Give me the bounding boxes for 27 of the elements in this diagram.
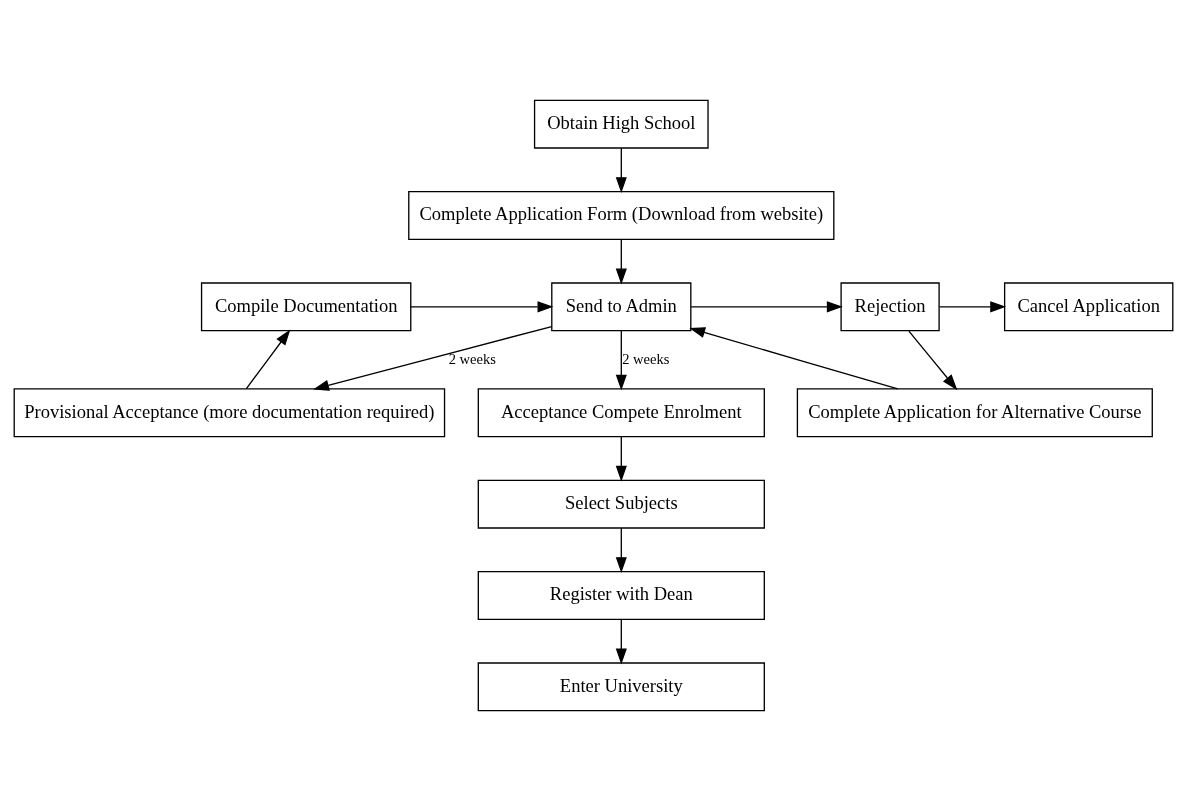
arrow (689, 326, 899, 390)
node-box: Rejection (840, 281, 940, 331)
arrow (690, 300, 843, 312)
arrow (245, 329, 291, 389)
arrow (908, 329, 958, 390)
node-box: Enter University (477, 661, 765, 711)
node-box: Complete Application for Alternative Course (796, 387, 1153, 437)
node-box: Register with Dean (477, 570, 765, 620)
arrow (615, 238, 627, 284)
arrow (615, 329, 627, 391)
node-box: Obtain High School (533, 99, 709, 149)
arrow (313, 325, 553, 391)
edge-label: 2 weeks (448, 350, 496, 367)
arrow (615, 618, 627, 664)
node-box: Cancel Application (1003, 281, 1174, 331)
arrow (615, 527, 627, 573)
node-box: Provisional Acceptance (more documentation required) (13, 387, 446, 437)
arrow (938, 300, 1007, 312)
node-box: Compile Documentation (200, 281, 412, 331)
node-box: Select Subjects (477, 479, 765, 529)
node-box: Complete Application Form (Download from website) (408, 190, 835, 240)
node-box: Send to Admin (551, 281, 692, 331)
edge-label: 2 weeks (622, 350, 670, 367)
arrow (615, 435, 627, 482)
arrow (410, 300, 554, 312)
arrow (615, 147, 627, 193)
node-box: Acceptance Compete Enrolment (477, 387, 765, 437)
